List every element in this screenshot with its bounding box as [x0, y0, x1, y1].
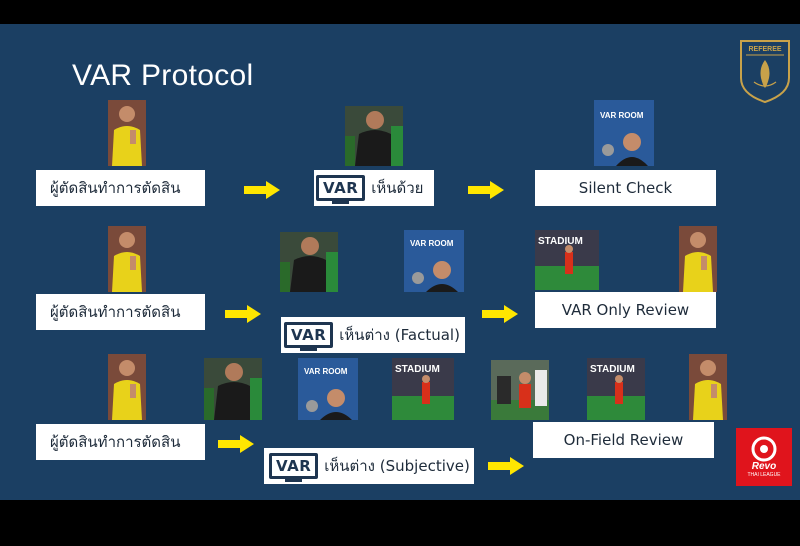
var-room-label: VAR ROOM — [304, 367, 348, 376]
outcome-text: Silent Check — [578, 179, 673, 197]
var-room-photo: VAR ROOM — [404, 230, 464, 292]
var-logo-icon: VAR — [269, 453, 319, 482]
var-logo-icon: VAR — [284, 322, 334, 351]
on-field-review-photo — [491, 360, 549, 420]
var-officials-photo — [204, 358, 262, 420]
stadium-photo: STADIUM — [392, 358, 454, 420]
outcome-box: On-Field Review — [533, 422, 714, 458]
var-result-box: VAR เห็นต่าง (Subjective) — [264, 448, 474, 484]
stadium-photo: STADIUM — [535, 230, 599, 290]
decision-box: ผู้ตัดสินทำการตัดสิน — [36, 170, 205, 206]
referee-logo-text: REFEREE — [748, 46, 781, 53]
referee-photo — [108, 354, 146, 420]
var-officials-photo — [345, 106, 403, 166]
outcome-text: On-Field Review — [563, 431, 684, 449]
revo-thai-league-logo: Revo THAI LEAGUE — [736, 428, 792, 486]
stadium-photo: STADIUM — [587, 358, 645, 420]
var-result-text: เห็นต่าง (Factual) — [339, 326, 460, 344]
slide: VAR Protocol REFEREE ผู้ตัดสินทำการตัดสิ… — [0, 24, 800, 500]
var-logo-icon: VAR — [316, 175, 366, 204]
stadium-label: STADIUM — [538, 236, 583, 247]
arrow-icon — [225, 305, 261, 323]
var-room-photo: VAR ROOM — [594, 100, 654, 166]
revo-brand-text: Revo — [751, 461, 777, 472]
decision-text: ผู้ตัดสินทำการตัดสิน — [50, 433, 181, 451]
football-icon — [751, 436, 777, 462]
outcome-box: VAR Only Review — [535, 292, 716, 328]
var-result-text: เห็นต่าง (Subjective) — [324, 457, 470, 475]
arrow-icon — [488, 457, 524, 475]
slide-title: VAR Protocol — [72, 59, 254, 92]
stadium-label: STADIUM — [395, 364, 440, 375]
decision-text: ผู้ตัดสินทำการตัดสิน — [50, 179, 181, 197]
var-room-label: VAR ROOM — [410, 239, 454, 248]
var-room-label: VAR ROOM — [600, 111, 644, 120]
var-result-text: เห็นด้วย — [371, 179, 424, 197]
var-officials-photo — [280, 232, 338, 292]
var-room-photo: VAR ROOM — [298, 358, 358, 420]
revo-sub-text: THAI LEAGUE — [747, 472, 781, 478]
arrow-icon — [218, 435, 254, 453]
arrow-icon — [244, 181, 280, 199]
referee-photo — [689, 354, 727, 420]
decision-box: ผู้ตัดสินทำการตัดสิน — [36, 294, 205, 330]
outcome-box: Silent Check — [535, 170, 716, 206]
var-result-box: VAR เห็นด้วย — [314, 170, 434, 206]
referee-photo — [679, 226, 717, 292]
referee-photo — [108, 226, 146, 292]
referee-photo — [108, 100, 146, 166]
var-result-box: VAR เห็นต่าง (Factual) — [281, 317, 465, 353]
outcome-text: VAR Only Review — [561, 301, 690, 319]
arrow-icon — [468, 181, 504, 199]
decision-text: ผู้ตัดสินทำการตัดสิน — [50, 303, 181, 321]
referee-logo: REFEREE — [738, 38, 792, 104]
stadium-label: STADIUM — [590, 364, 635, 375]
decision-box: ผู้ตัดสินทำการตัดสิน — [36, 424, 205, 460]
arrow-icon — [482, 305, 518, 323]
